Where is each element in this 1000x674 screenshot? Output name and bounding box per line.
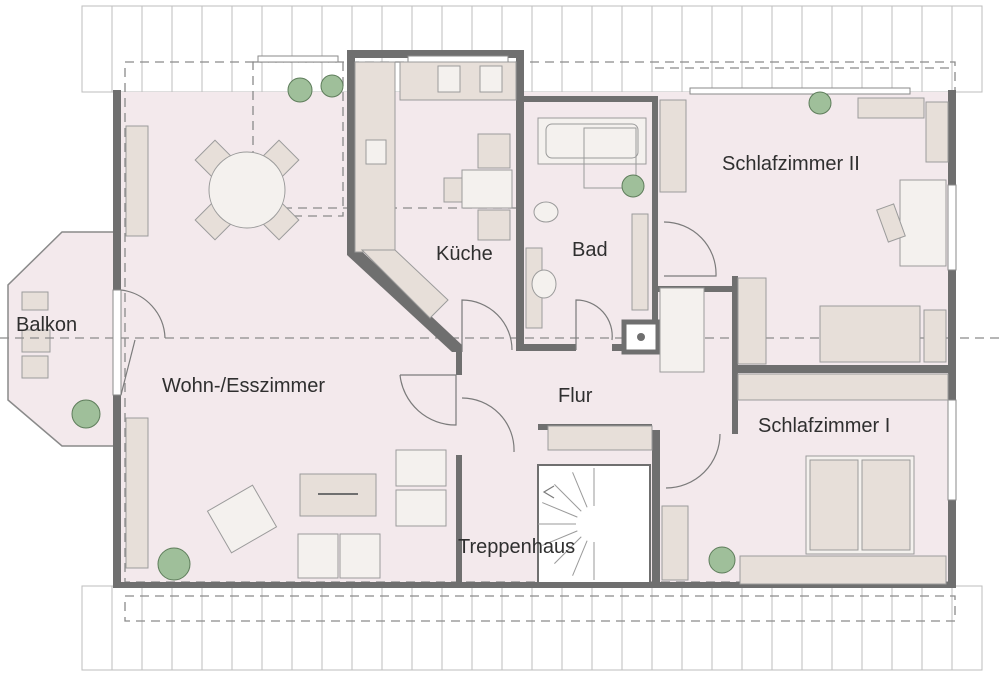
plant-icon (157, 547, 191, 581)
plant-icon (287, 77, 313, 103)
walls (113, 50, 956, 588)
stair-step (554, 484, 582, 512)
room-label-flur: Flur (558, 385, 593, 407)
plant-icon (621, 174, 645, 198)
room-label-schlafzimmer-i: Schlafzimmer I (758, 415, 890, 437)
dining-table (194, 74, 344, 241)
stair-step (542, 502, 578, 518)
bath-furniture (525, 117, 649, 329)
plant-icon (708, 546, 736, 574)
stair-step (542, 530, 578, 546)
stair-step (572, 540, 588, 576)
plant-icon (808, 91, 832, 115)
room-label-treppenhaus: Treppenhaus (458, 536, 575, 558)
room-label-wohn-esszimmer: Wohn-/Esszimmer (162, 375, 325, 397)
kitchen-furniture (354, 61, 517, 319)
stair-step (554, 536, 582, 564)
flur-furniture (547, 287, 705, 451)
room-label-kueche: Küche (436, 243, 493, 265)
room-label-bad: Bad (572, 239, 608, 261)
living-furniture (125, 125, 447, 581)
schlafzimmer-i-furniture (708, 373, 949, 585)
stair-step (572, 472, 588, 508)
staircase (537, 464, 689, 584)
doors (120, 221, 721, 489)
roof-tiles-top (81, 5, 983, 93)
balcony (7, 231, 119, 447)
windows (112, 55, 957, 501)
plant-icon (320, 74, 344, 98)
roof-tiles-bottom (81, 585, 983, 671)
room-label-schlafzimmer-ii: Schlafzimmer II (722, 153, 860, 175)
room-label-balkon: Balkon (16, 314, 77, 336)
schlafzimmer-ii-furniture (659, 91, 949, 365)
plant-icon (71, 399, 101, 429)
